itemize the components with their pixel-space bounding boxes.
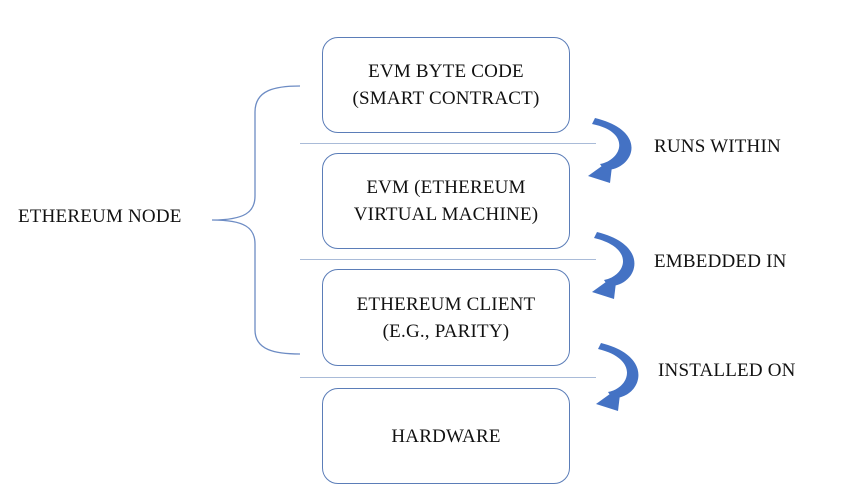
- layer-ethereum-client-label: ETHEREUM CLIENT (E.G., PARITY): [356, 293, 536, 342]
- layer-hardware-label: HARDWARE: [391, 425, 501, 447]
- relation-label-installed-on: INSTALLED ON: [658, 360, 796, 381]
- relation-label-runs-within: RUNS WITHIN: [654, 136, 781, 157]
- curved-arrow-icon-1: [588, 118, 632, 183]
- layer-evm-bytecode-label: EVM BYTE CODE (SMART CONTRACT): [352, 61, 540, 109]
- curved-arrow-icon-2: [592, 232, 635, 299]
- curved-arrow-icon-3: [596, 343, 639, 411]
- layer-ethereum-client: ETHEREUM CLIENT (E.G., PARITY): [322, 269, 570, 366]
- ethereum-node-label: ETHEREUM NODE: [18, 206, 182, 227]
- separator-line-1: [300, 143, 596, 144]
- separator-line-3: [300, 377, 596, 378]
- layer-hardware: HARDWARE: [322, 388, 570, 484]
- separator-line-2: [300, 259, 596, 260]
- layer-evm-label: EVM (ETHEREUM VIRTUAL MACHINE): [353, 177, 539, 225]
- node-brace: [211, 85, 301, 355]
- relation-label-embedded-in: EMBEDDED IN: [654, 251, 787, 272]
- layer-evm-bytecode: EVM BYTE CODE (SMART CONTRACT): [322, 37, 570, 133]
- layer-evm: EVM (ETHEREUM VIRTUAL MACHINE): [322, 153, 570, 249]
